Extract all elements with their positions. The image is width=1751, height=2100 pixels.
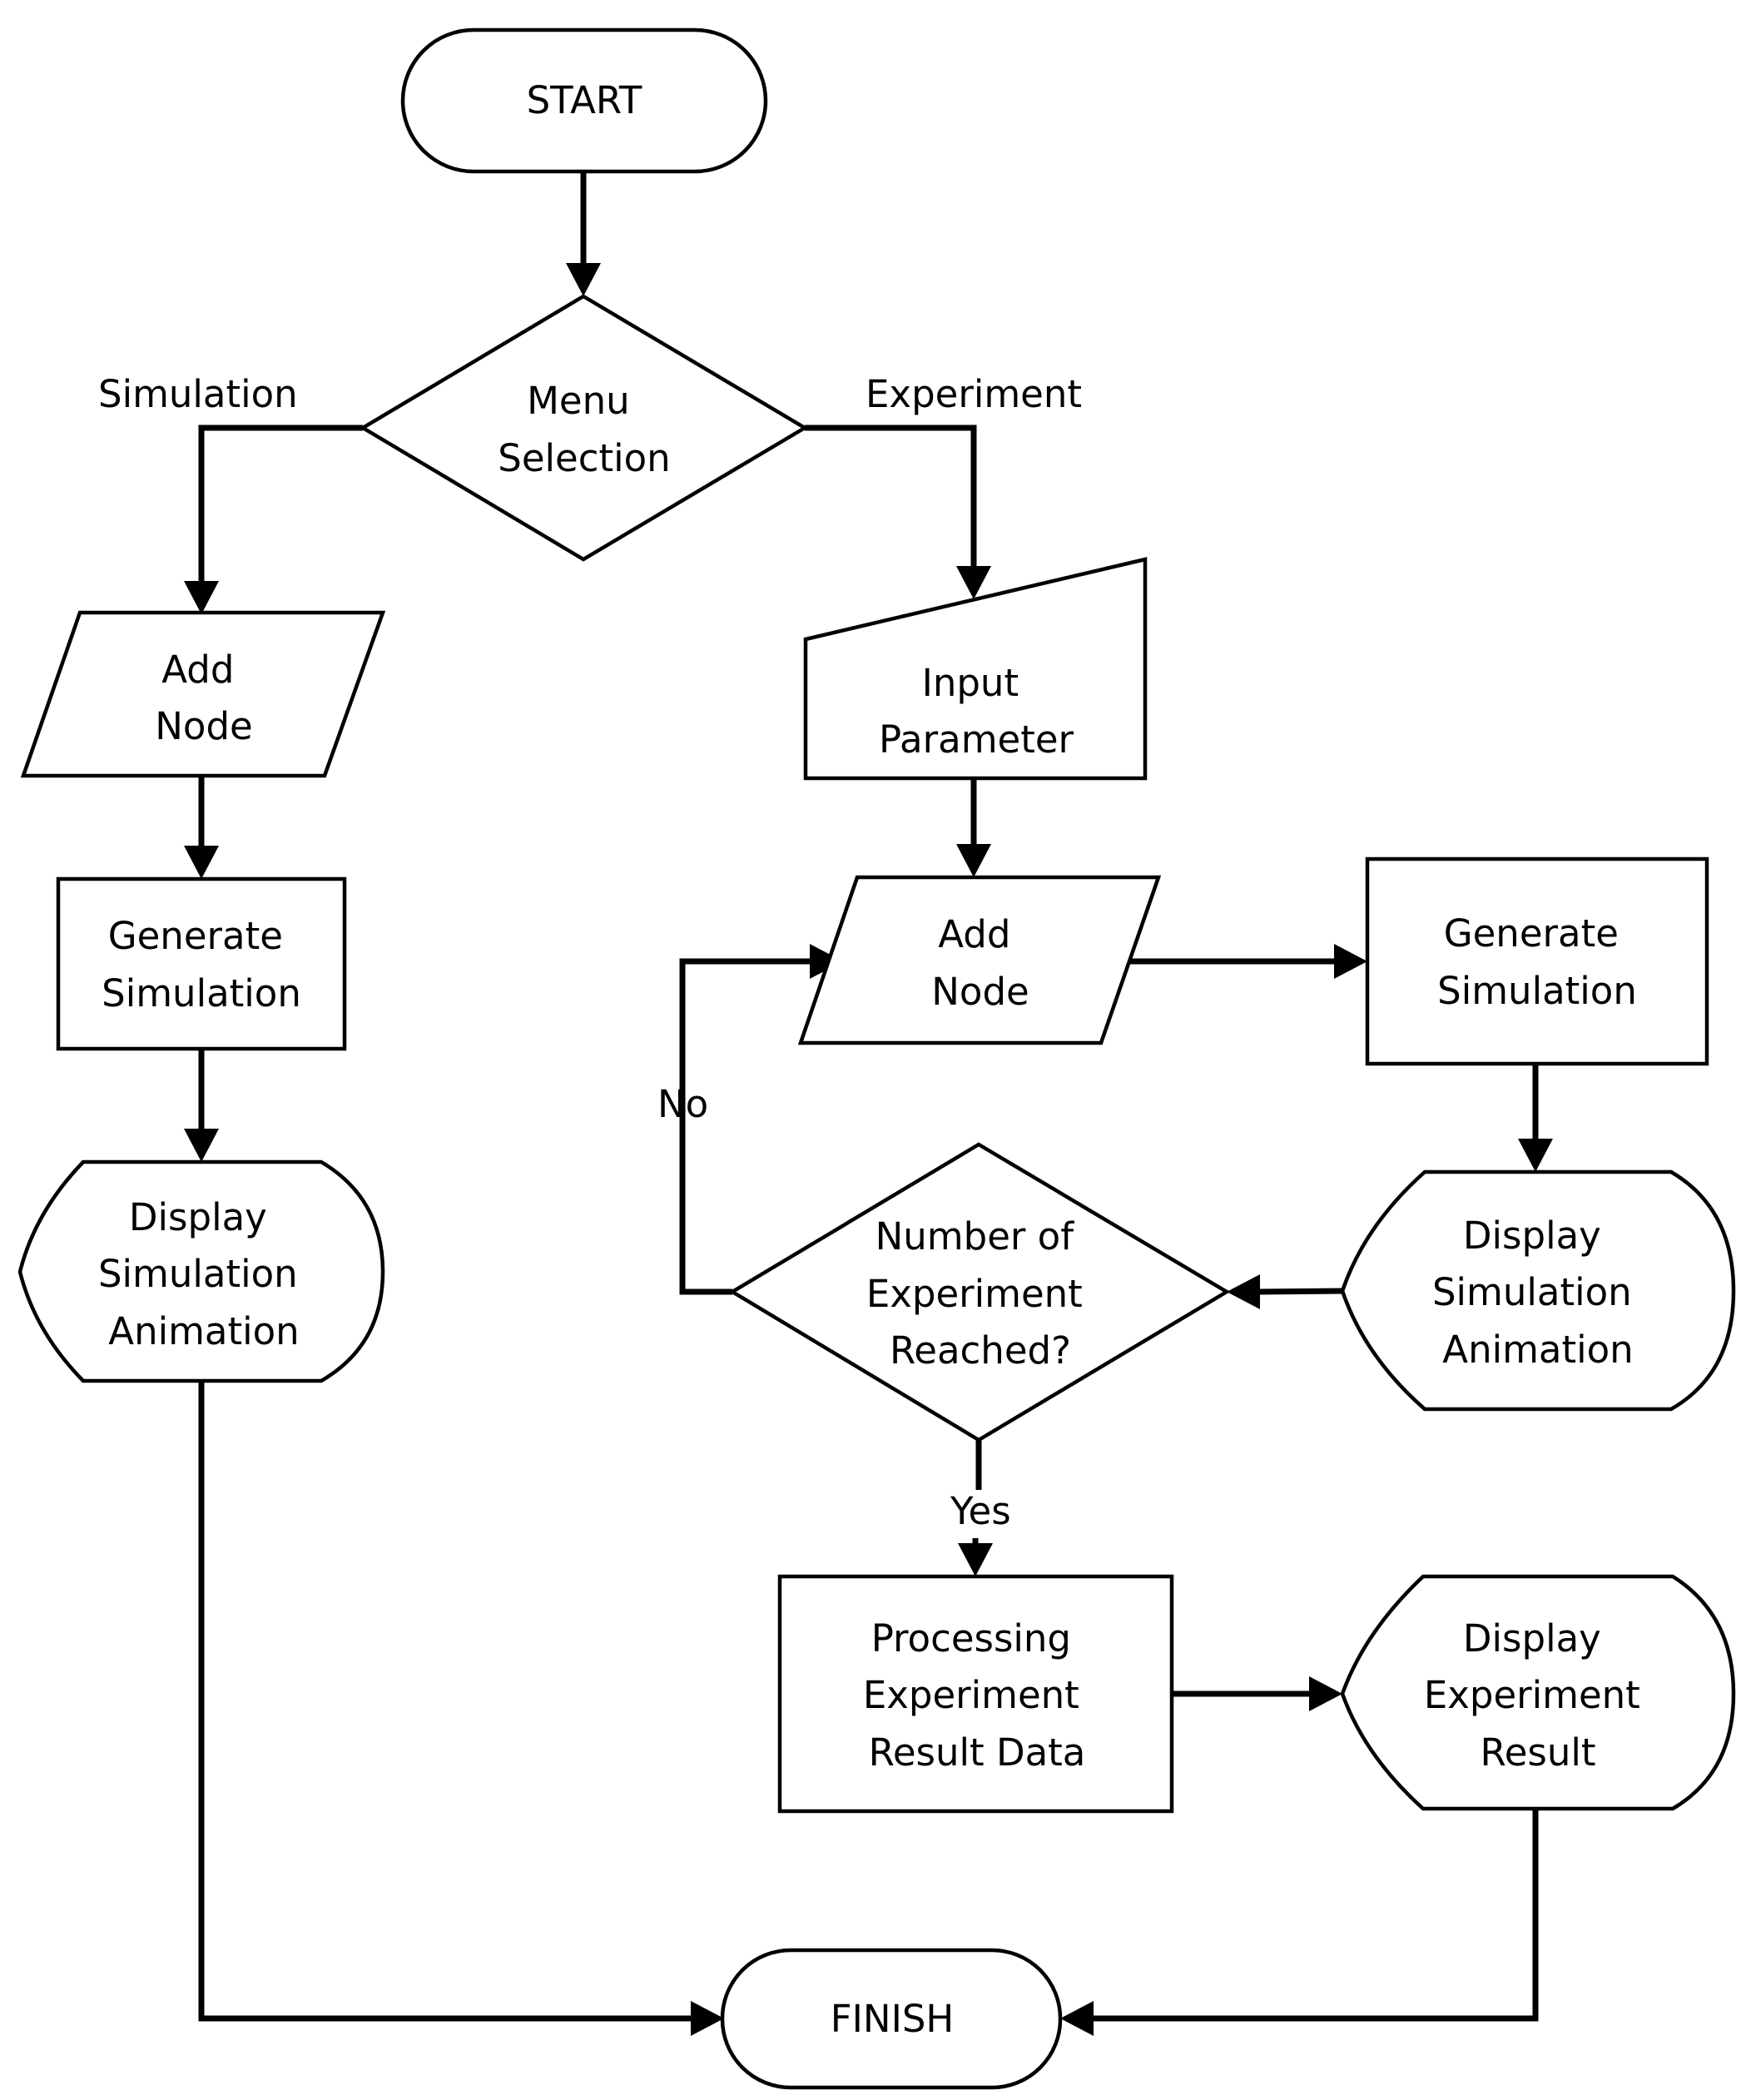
arrowhead-exp-display	[1518, 1139, 1553, 1172]
display-result-label: Display Experiment Result	[1424, 1616, 1652, 1775]
arrowhead-finish-right	[1060, 2001, 1094, 2036]
start-label: START	[527, 78, 642, 122]
exp-generate-label: Generate Simulation	[1437, 911, 1637, 1013]
arrowhead-no-loop	[810, 944, 843, 979]
processing-label: Processing Experiment Result Data	[863, 1616, 1091, 1775]
arrowhead-input-param	[956, 566, 991, 599]
edge-display-result-to-finish	[1092, 1809, 1539, 2022]
exp-add-node: Add Node	[797, 875, 1162, 1045]
edge-label-yes: Yes	[950, 1489, 1011, 1533]
edge-menu-to-sim-add-node	[198, 424, 363, 583]
sim-generate-simulation: Generate Simulation	[56, 876, 347, 1051]
finish-label: FINISH	[831, 1997, 955, 2041]
display-experiment-result: Display Experiment Result	[1340, 1574, 1736, 1811]
sim-add-node: Add Node	[20, 610, 386, 778]
sim-display-label: Display Simulation Animation	[98, 1195, 310, 1353]
exp-display-animation: Display Simulation Animation	[1340, 1169, 1736, 1412]
arrowhead-exp-generate	[1334, 944, 1367, 979]
edge-sim-display-to-finish	[198, 1381, 692, 2022]
arrowhead-sim-generate	[184, 846, 219, 879]
exp-display-label: Display Simulation Animation	[1432, 1214, 1644, 1372]
arrowhead-sim-add-node	[184, 581, 219, 614]
processing-result-data: Processing Experiment Result Data	[777, 1574, 1174, 1814]
menu-selection-decision: Menu Selection	[359, 294, 809, 562]
arrowhead-display-result	[1309, 1676, 1342, 1711]
sim-add-node-label: Add Node	[155, 648, 252, 748]
edges	[184, 171, 1553, 2036]
input-parameter: Input Parameter	[803, 557, 1148, 781]
arrowhead-processing	[958, 1543, 993, 1576]
edge-exp-display-to-decision	[1257, 1288, 1343, 1295]
input-parameter-label: Input Parameter	[879, 661, 1074, 762]
edge-decision-no-loop	[679, 958, 811, 1295]
edge-label-experiment: Experiment	[866, 372, 1082, 416]
arrowhead-start-to-menu	[566, 263, 601, 296]
sim-generate-label: Generate Simulation	[102, 914, 301, 1015]
edge-menu-to-input-param	[805, 424, 977, 568]
finish-terminator: FINISH	[720, 1948, 1063, 2090]
edge-labels: Simulation Experiment No Yes	[98, 372, 1082, 1533]
arrowhead-finish-left	[691, 2001, 724, 2036]
edge-label-simulation: Simulation	[98, 372, 298, 416]
arrowhead-exp-add-node	[956, 844, 991, 877]
start-terminator: START	[400, 27, 768, 174]
experiment-count-label: Number of Experiment Reached?	[866, 1214, 1094, 1373]
edge-label-no: No	[657, 1082, 708, 1126]
exp-add-node-label: Add Node	[931, 912, 1029, 1014]
menu-selection-label: Menu Selection	[498, 379, 670, 480]
exp-generate-simulation: Generate Simulation	[1365, 856, 1709, 1066]
arrowhead-sim-display	[184, 1129, 219, 1162]
sim-display-animation: Display Simulation Animation	[17, 1159, 385, 1383]
arrowhead-decision	[1227, 1274, 1260, 1309]
experiment-count-decision: Number of Experiment Reached?	[728, 1142, 1231, 1442]
